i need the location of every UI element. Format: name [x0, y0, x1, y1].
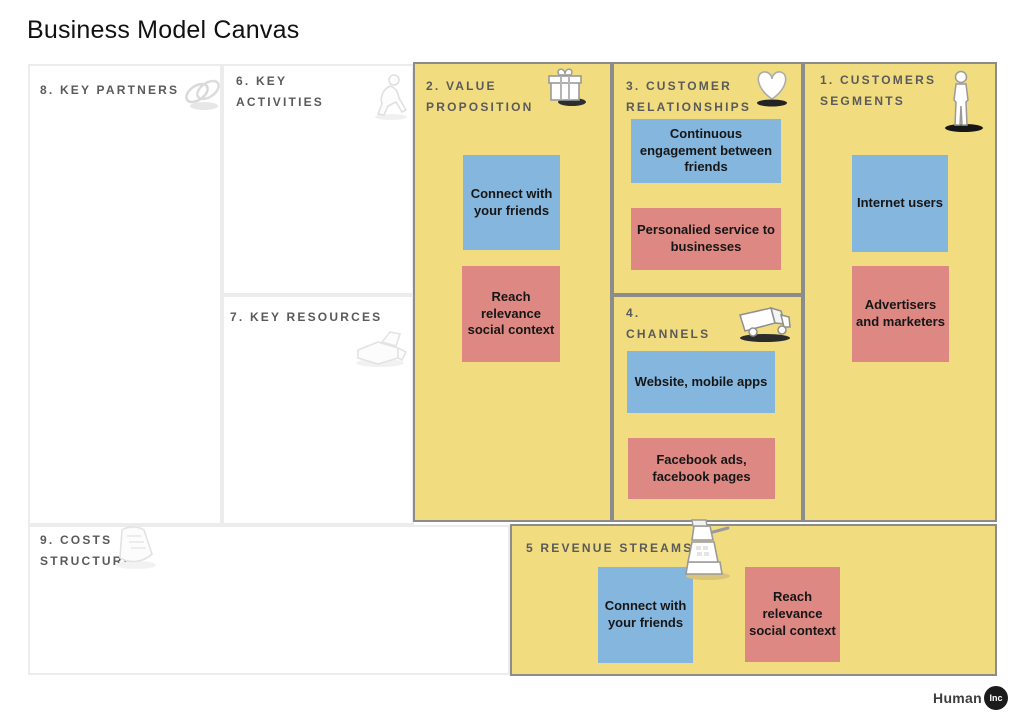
- header-costs-structure: 9. COSTS STRUCTURE: [40, 533, 134, 568]
- page-title: Business Model Canvas: [27, 16, 300, 44]
- note-text: Reach relevance social context: [467, 288, 555, 338]
- worker-icon: [375, 74, 408, 120]
- panel-key-partners: [28, 64, 222, 525]
- note-continuous-engagement: Continuous engagement between friends: [631, 119, 781, 183]
- note-text: Connect with your friends: [470, 185, 553, 218]
- receipt-icon: [116, 526, 156, 569]
- cash-register-icon: [685, 519, 730, 580]
- gift-icon: [548, 68, 586, 106]
- header-value-proposition: 2. VALUE PROPOSITION: [426, 79, 534, 114]
- note-text: Facebook ads, facebook pages: [652, 451, 751, 484]
- note-text: Internet users: [857, 195, 943, 211]
- logo: Human Inc: [933, 686, 1008, 710]
- note-connect-with-friends: Connect with your friends: [463, 155, 560, 250]
- header-customer-relationships: 3. CUSTOMER RELATIONSHIPS: [626, 79, 752, 114]
- note-reach-relevance: Reach relevance social context: [462, 266, 560, 362]
- note-text: Advertisers and marketers: [856, 297, 945, 329]
- header-revenue-streams: 5 REVENUE STREAMS: [526, 541, 694, 555]
- panel-key-resources: [222, 295, 414, 525]
- logo-badge: Inc: [984, 686, 1008, 710]
- person-icon: [945, 70, 983, 132]
- note-text: Connect with your friends: [604, 598, 687, 630]
- header-key-partners: 8. KEY PARTNERS: [40, 83, 180, 97]
- panel-costs-structure: [28, 525, 510, 675]
- note-facebook-ads-pages: Facebook ads, facebook pages: [628, 438, 775, 499]
- note-website-mobile-apps: Website, mobile apps: [627, 351, 775, 413]
- note-text: Reach relevance social context: [749, 589, 836, 638]
- note-text: Personalied service to businesses: [636, 222, 775, 254]
- header-key-resources: 7. KEY RESOURCES: [230, 310, 383, 324]
- note-text: Website, mobile apps: [634, 373, 768, 389]
- note-internet-users: Internet users: [852, 155, 948, 252]
- rings-icon: [185, 79, 220, 110]
- note-text: Continuous engagement between friends: [639, 125, 773, 175]
- note-revenue-connect-friends: Connect with your friends: [598, 567, 693, 663]
- note-advertisers-marketers: Advertisers and marketers: [852, 266, 949, 362]
- note-personalied-service: Personalied service to businesses: [631, 208, 781, 270]
- heart-icon: [757, 71, 787, 107]
- truck-icon: [739, 306, 791, 342]
- logo-text: Human: [933, 690, 982, 706]
- machine-icon: [356, 331, 408, 367]
- note-revenue-reach-relevance: Reach relevance social context: [745, 567, 840, 662]
- header-channels: 4. CHANNELS: [626, 306, 711, 341]
- header-key-activities: 6. KEY ACTIVITIES: [236, 74, 325, 109]
- header-customer-segments: 1. CUSTOMERS SEGMENTS: [820, 73, 937, 108]
